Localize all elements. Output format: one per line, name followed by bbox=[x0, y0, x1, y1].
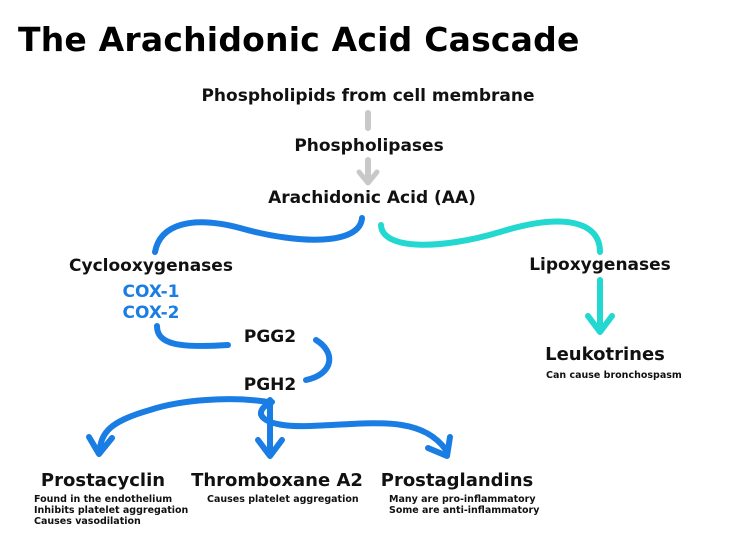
prostacyclin-notes: Found in the endothelium Inhibits platel… bbox=[34, 494, 188, 527]
leukotrines-notes: Can cause bronchospasm bbox=[546, 370, 682, 381]
arachidonic-acid-label: Arachidonic Acid (AA) bbox=[268, 188, 476, 208]
lipoxygenases-label: Lipoxygenases bbox=[529, 255, 671, 275]
note-line: Many are pro-inflammatory bbox=[389, 494, 536, 505]
note-line: Inhibits platelet aggregation bbox=[34, 505, 189, 516]
pgg2-label: PGG2 bbox=[243, 327, 297, 347]
thromboxane-label: Thromboxane A2 bbox=[191, 470, 363, 491]
phospholipids-label: Phospholipids from cell membrane bbox=[201, 86, 535, 106]
note-line: Found in the endothelium bbox=[34, 494, 173, 505]
prostaglandins-notes: Many are pro-inflammatory Some are anti-… bbox=[389, 494, 539, 516]
gray-arrow bbox=[356, 110, 380, 186]
aa-to-cox-arrow bbox=[152, 215, 365, 255]
note-line: Can cause bronchospasm bbox=[546, 370, 682, 381]
prostacyclin-label: Prostacyclin bbox=[40, 470, 166, 491]
pgh2-branch-arrows bbox=[86, 396, 453, 459]
pgh2-label: PGH2 bbox=[243, 375, 297, 395]
note-line: Causes vasodilation bbox=[34, 516, 141, 527]
lox-to-leukotrines-arrow bbox=[585, 277, 615, 335]
cox2-label: COX-2 bbox=[122, 303, 180, 323]
thromboxane-notes: Causes platelet aggregation bbox=[207, 494, 359, 505]
cox1-label: COX-1 bbox=[122, 282, 180, 302]
page-title: The Arachidonic Acid Cascade bbox=[18, 20, 580, 59]
cyclooxygenases-label: Cyclooxygenases bbox=[69, 256, 233, 276]
leukotrines-label: Leukotrines bbox=[545, 344, 665, 365]
cox-to-pgg2-arrow bbox=[154, 323, 231, 349]
aa-to-lox-arrow bbox=[378, 218, 603, 255]
phospholipases-label: Phospholipases bbox=[294, 136, 444, 156]
note-line: Some are anti-inflammatory bbox=[389, 505, 540, 516]
prostaglandins-label: Prostaglandins bbox=[380, 470, 534, 491]
note-line: Causes platelet aggregation bbox=[207, 494, 359, 505]
pgg2-to-pgh2-arrow bbox=[303, 337, 333, 383]
